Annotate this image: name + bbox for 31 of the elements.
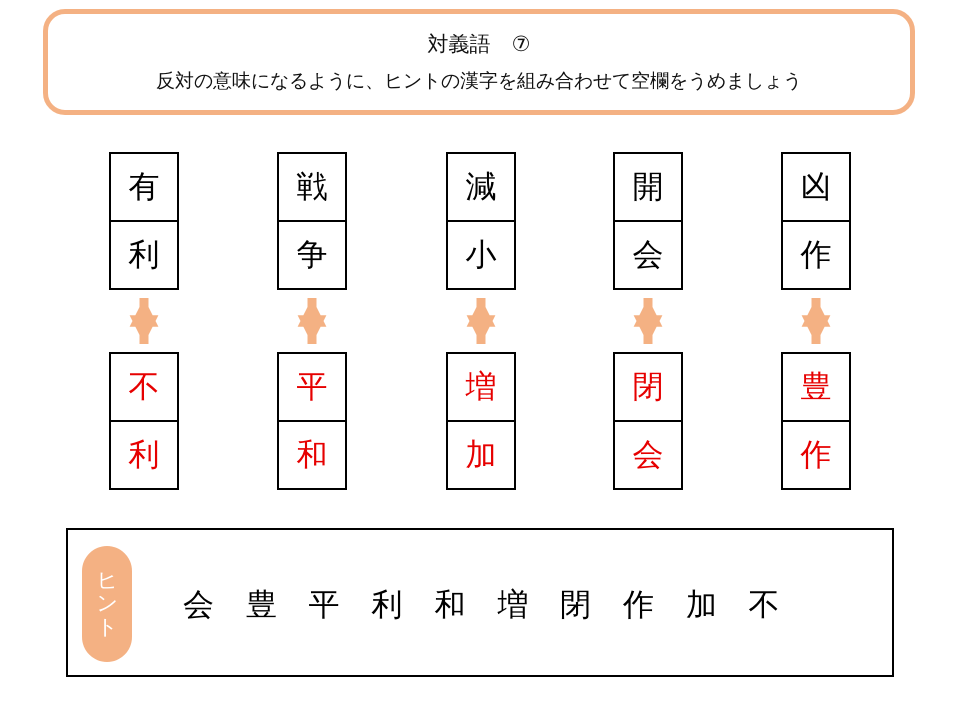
kanji-cell: 作 (781, 220, 851, 290)
answer-kanji-cell: 平 (277, 352, 347, 422)
double-arrow (802, 298, 830, 344)
hint-kanji-list: 会 豊 平 利 和 増 閉 作 加 不 (183, 584, 780, 626)
answer-kanji-cell: 会 (613, 420, 683, 490)
kanji-cell: 減 (446, 152, 516, 222)
kanji-cell: 凶 (781, 152, 851, 222)
kanji-cell: 有 (109, 152, 179, 222)
answer-kanji-cell: 豊 (781, 352, 851, 422)
instruction-text: 反対の意味になるように、ヒントの漢字を組み合わせて空欄をうめましょう (156, 69, 802, 94)
double-arrow (634, 298, 662, 344)
kanji-cell: 会 (613, 220, 683, 290)
answer-kanji-cell: 不 (109, 352, 179, 422)
double-arrow (298, 298, 326, 344)
kanji-cell: 利 (109, 220, 179, 290)
answer-kanji-cell: 増 (446, 352, 516, 422)
answer-kanji-cell: 閉 (613, 352, 683, 422)
kanji-cell: 戦 (277, 152, 347, 222)
hint-tag: ヒント (82, 546, 132, 662)
kanji-cell: 小 (446, 220, 516, 290)
double-arrow (130, 298, 158, 344)
kanji-cell: 争 (277, 220, 347, 290)
title: 対義語 ⑦ (428, 31, 530, 58)
answer-kanji-cell: 作 (781, 420, 851, 490)
hint-panel (66, 528, 894, 677)
answer-kanji-cell: 加 (446, 420, 516, 490)
answer-kanji-cell: 和 (277, 420, 347, 490)
kanji-cell: 開 (613, 152, 683, 222)
double-arrow (466, 298, 496, 344)
title-frame (43, 9, 915, 115)
answer-kanji-cell: 利 (109, 420, 179, 490)
